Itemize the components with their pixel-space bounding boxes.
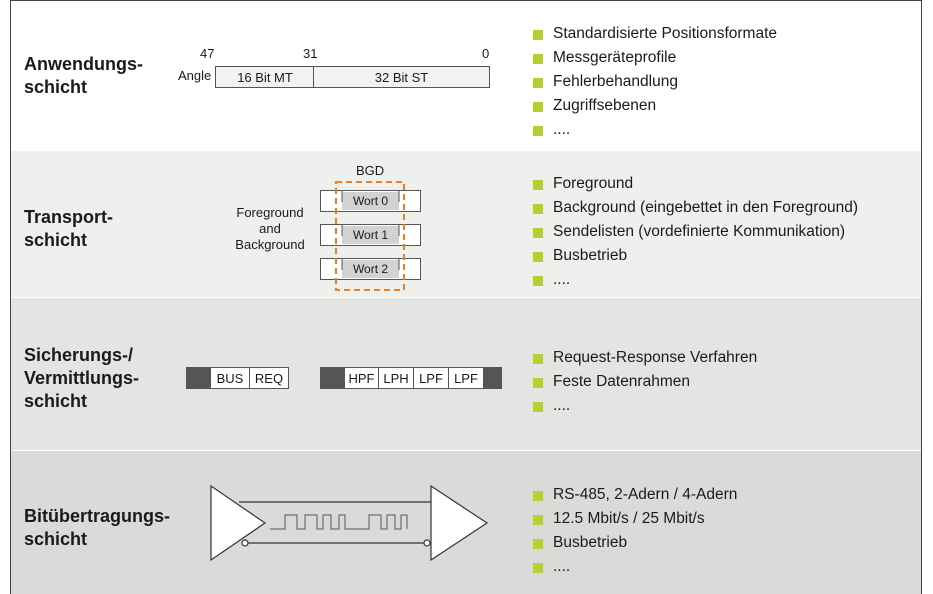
list-item: Foreground (533, 172, 858, 196)
list-item: Standardisierte Positionsformate (533, 22, 777, 46)
label-line: Background (235, 237, 305, 252)
title-line: Sicherungs-/ (24, 345, 134, 365)
bgd-overlay (335, 181, 405, 291)
title-line: schicht (24, 529, 88, 549)
word-2: Wort 2 (342, 260, 399, 278)
foreground-background-label: Foreground and Background (230, 205, 310, 253)
list-item: Messgeräteprofile (533, 46, 777, 70)
list-item: .... (533, 268, 858, 292)
bgd-label: BGD (356, 163, 385, 178)
title-line: schicht (24, 77, 88, 97)
layer-transport (10, 151, 921, 297)
list-item: Background (eingebettet in den Foregroun… (533, 196, 858, 220)
signal-waveform (270, 514, 408, 530)
frame-start-block (320, 367, 344, 389)
title-line: Bitübertragungs- (24, 506, 170, 526)
layer-title-physical: Bitübertragungs- schicht (24, 505, 170, 551)
list-item: RS-485, 2-Adern / 4-Adern (533, 483, 737, 507)
title-line: Transport- (24, 207, 114, 227)
title-line: schicht (24, 230, 88, 250)
list-item: .... (533, 118, 777, 142)
field-hpf: HPF (344, 367, 379, 389)
layer-title-transport: Transport- schicht (24, 206, 113, 252)
title-line: Anwendungs- (24, 54, 143, 74)
field-16bit-mt: 16 Bit MT (215, 66, 315, 88)
bit-index-47: 47 (200, 46, 215, 61)
list-item: 12.5 Mbit/s / 25 Mbit/s (533, 507, 737, 531)
list-item: .... (533, 394, 757, 418)
receiver-triangle (430, 484, 489, 562)
inversion-bubble (423, 539, 431, 547)
field-32bit-st: 32 Bit ST (313, 66, 490, 88)
bullet-list-application: Standardisierte Positionsformate Messger… (533, 22, 777, 142)
word-0: Wort 0 (342, 192, 399, 210)
frame-top-border (10, 0, 922, 1)
rs485-driver-receiver-diagram (210, 484, 489, 562)
list-item: Busbetrieb (533, 531, 737, 555)
frame-right-border (921, 0, 922, 594)
list-item: Sendelisten (vordefinierte Kommunikation… (533, 220, 858, 244)
label-line: and (259, 221, 281, 236)
list-item: .... (533, 555, 737, 579)
list-item: Feste Datenrahmen (533, 370, 757, 394)
field-lpf-2: LPF (448, 367, 484, 389)
bit-index-31: 31 (303, 46, 318, 61)
layer-title-application: Anwendungs- schicht (24, 53, 143, 99)
bullet-list-datalink: Request-Response Verfahren Feste Datenra… (533, 346, 757, 418)
field-bus: BUS (210, 367, 250, 389)
field-lpf: LPF (413, 367, 449, 389)
title-line: Vermittlungs- (24, 368, 140, 388)
list-item: Busbetrieb (533, 244, 858, 268)
field-req: REQ (249, 367, 289, 389)
list-item: Zugriffsebenen (533, 94, 777, 118)
angle-label: Angle (178, 68, 212, 83)
title-line: schicht (24, 391, 88, 411)
list-item: Request-Response Verfahren (533, 346, 757, 370)
bullet-list-physical: RS-485, 2-Adern / 4-Adern 12.5 Mbit/s / … (533, 483, 737, 579)
bullet-list-transport: Foreground Background (eingebettet in de… (533, 172, 858, 292)
label-line: Foreground (236, 205, 304, 220)
layer-title-datalink: Sicherungs-/ Vermittlungs- schicht (24, 344, 139, 413)
field-lph: LPH (378, 367, 414, 389)
frame-start-block (186, 367, 210, 389)
frame-left-border (10, 0, 11, 594)
bit-index-0: 0 (482, 46, 490, 61)
inversion-bubble (241, 539, 249, 547)
driver-triangle (210, 484, 267, 562)
frame-end-block (483, 367, 502, 389)
list-item: Fehlerbehandlung (533, 70, 777, 94)
word-1: Wort 1 (342, 226, 399, 244)
